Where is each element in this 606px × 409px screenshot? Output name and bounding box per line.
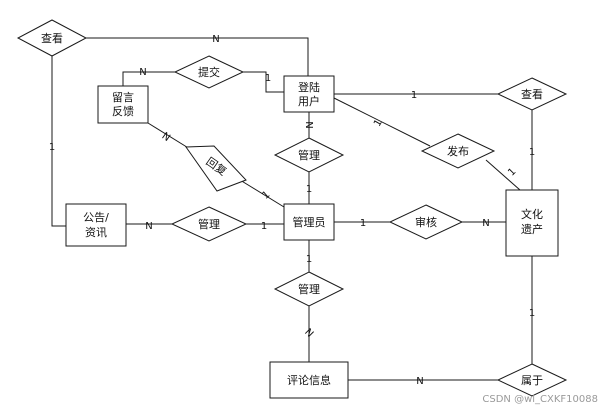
rel-manage-left-label: 管理 xyxy=(198,217,220,231)
rel-submit: 提交 xyxy=(173,55,245,89)
rel-review-label: 审核 xyxy=(415,215,437,229)
card-manage-top-admin: 1 xyxy=(306,184,312,195)
card-view-left-user: N xyxy=(212,34,219,45)
line-view-left-user xyxy=(86,37,309,76)
entity-notice-line-2: 资讯 xyxy=(85,226,107,239)
card-view-right-user: 1 xyxy=(411,90,417,101)
card-submit-user: 1 xyxy=(265,73,271,84)
entity-heritage: 文化 遗产 xyxy=(505,189,559,257)
entity-admin: 管理员 xyxy=(283,203,335,241)
card-submit-feedback: N xyxy=(139,67,146,78)
card-manage-bottom-admin: 1 xyxy=(306,254,312,265)
rel-belong: 属于 xyxy=(496,363,568,397)
entity-notice: 公告/ 资讯 xyxy=(65,203,127,247)
rel-manage-bottom: 管理 xyxy=(273,271,345,307)
rel-view-right-label: 查看 xyxy=(521,87,543,101)
line-submit-feedback xyxy=(122,71,175,86)
card-view-left-notice: 1 xyxy=(49,142,55,153)
rel-publish: 发布 xyxy=(420,133,496,169)
entity-heritage-line-2: 遗产 xyxy=(521,222,543,236)
card-manage-left-admin: 1 xyxy=(261,221,267,232)
card-reply-feedback: N xyxy=(159,131,171,144)
rel-manage-top: 管理 xyxy=(273,137,345,173)
card-reply-admin: 1 xyxy=(260,189,272,202)
connectors xyxy=(51,37,533,381)
line-reply-admin xyxy=(239,179,285,208)
line-publish-user xyxy=(333,97,431,147)
rel-publish-label: 发布 xyxy=(447,144,469,158)
entity-comment: 评论信息 xyxy=(269,361,349,399)
entity-heritage-line-1: 文化 xyxy=(521,207,543,221)
entity-login-user: 登陆 用户 xyxy=(283,75,335,113)
rel-manage-left: 管理 xyxy=(170,206,248,242)
entity-feedback: 留言 反馈 xyxy=(97,85,149,124)
entity-comment-label: 评论信息 xyxy=(287,373,331,387)
rel-reply: 回复 xyxy=(185,145,247,192)
entity-admin-label: 管理员 xyxy=(293,215,326,229)
entity-login-user-line-1: 登陆 xyxy=(298,80,320,94)
card-manage-bottom-comment: N xyxy=(302,327,315,340)
rel-manage-top-label: 管理 xyxy=(298,148,320,162)
card-publish-heritage: 1 xyxy=(506,166,518,178)
watermark-text: CSDN @wl_CXKF10088 xyxy=(482,394,598,405)
entity-notice-line-1: 公告/ xyxy=(83,211,109,224)
rel-view-left: 查看 xyxy=(16,19,88,57)
entity-login-user-line-2: 用户 xyxy=(298,94,320,108)
line-view-left-notice xyxy=(51,56,66,227)
line-reply-feedback xyxy=(147,122,191,150)
line-submit-user xyxy=(243,71,284,93)
entity-feedback-line-1: 留言 xyxy=(112,91,134,104)
rel-submit-label: 提交 xyxy=(198,65,220,79)
card-review-heritage: N xyxy=(482,218,489,229)
line-publish-heritage xyxy=(485,159,521,191)
rel-view-left-label: 查看 xyxy=(41,31,63,45)
card-belong-heritage: 1 xyxy=(529,308,535,319)
entity-feedback-line-2: 反馈 xyxy=(112,105,134,118)
card-manage-left-notice: N xyxy=(145,221,152,232)
card-manage-top-user: N xyxy=(303,121,314,128)
card-review-admin: 1 xyxy=(360,218,366,229)
card-view-right-heritage: 1 xyxy=(529,147,535,158)
rel-view-right: 查看 xyxy=(496,77,568,111)
rel-review: 审核 xyxy=(388,204,464,240)
rel-belong-label: 属于 xyxy=(521,374,543,387)
card-belong-comment: N xyxy=(416,376,423,387)
card-publish-user: 1 xyxy=(372,118,385,129)
rel-manage-bottom-label: 管理 xyxy=(298,282,320,296)
